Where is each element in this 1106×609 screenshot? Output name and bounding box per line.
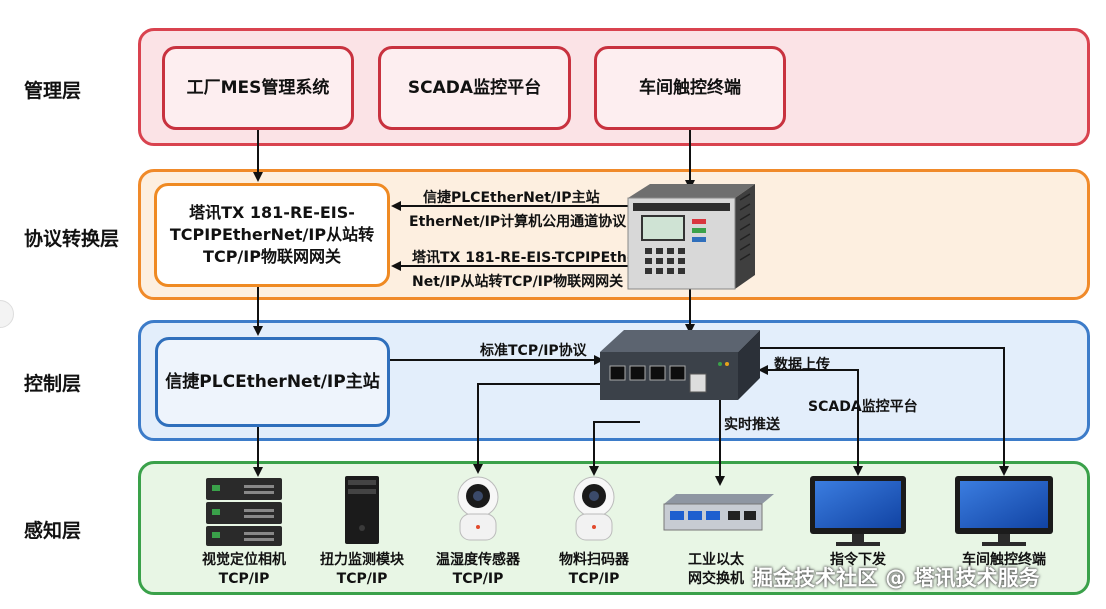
master-station-label: 信捷PLCEtherNet/IP主站 [165, 372, 380, 392]
bottom-arrow-label-1: 塔讯TX 181-RE-EIS-TCPIPEther [412, 250, 644, 266]
data-upload-arrow [758, 365, 859, 466]
scada-platform-label: SCADA监控平台 [407, 78, 542, 98]
top-arrow-label-2: EtherNet/IP计算机公用通道协议 [409, 214, 627, 230]
device-label-terminal: 车间触控终端 [962, 552, 1046, 568]
ethernet-switch-icon[interactable] [663, 494, 774, 531]
server-rack-icon[interactable] [206, 478, 282, 546]
management-layer-label: 管理层 [24, 80, 82, 102]
barcode-scanner-icon[interactable] [573, 476, 615, 541]
torque-module-icon[interactable] [345, 476, 379, 544]
mes-system-box[interactable]: 工厂MES管理系统 [162, 46, 354, 130]
protocol-layer-label: 协议转换层 [24, 228, 120, 250]
gateway-line1: 塔讯TX 181-RE-EIS- [189, 203, 355, 222]
bottom-arrow-label-2: Net/IP从站转TCP/IP物联网网关 [412, 274, 624, 290]
perception-layer-label: 感知层 [24, 520, 82, 542]
temperature-sensor-icon[interactable] [457, 476, 499, 541]
switch-to-scanner-arrow [589, 421, 640, 476]
standard-protocol-label: 标准TCP/IP协议 [480, 343, 587, 359]
master-station-box[interactable]: 信捷PLCEtherNet/IP主站 [155, 337, 390, 427]
switch-to-temp-sensor-arrow [473, 383, 630, 474]
terminal-monitor-icon[interactable] [955, 476, 1053, 546]
command-monitor-icon[interactable] [810, 476, 906, 546]
mes-system-label: 工厂MES管理系统 [186, 78, 330, 98]
control-layer-label: 控制层 [24, 373, 82, 395]
scada-platform-box[interactable]: SCADA监控平台 [378, 46, 571, 130]
gateway-line2: TCPIPEtherNet/IP从站转 [169, 225, 375, 244]
workshop-terminal-box[interactable]: 车间触控终端 [594, 46, 786, 130]
realtime-push-label: 实时推送 [724, 417, 780, 433]
gateway-line3: TCP/IP物联网网关 [203, 247, 341, 266]
plc-device-icon[interactable] [627, 184, 755, 290]
perception-layer-band [138, 461, 1090, 595]
workshop-terminal-label: 车间触控终端 [639, 78, 741, 98]
watermark-text: 掘金技术社区 @ 塔讯技术服务 [752, 566, 1040, 590]
network-switch-icon[interactable] [600, 330, 760, 400]
device-label-command: 指令下发 [830, 552, 886, 568]
device-label-eth-switch: 工业以太网交换机 [688, 552, 744, 587]
scada-platform-annotation: SCADA监控平台 [808, 399, 918, 415]
top-arrow-label-1: 信捷PLCEtherNet/IP主站 [423, 190, 600, 206]
gateway-box[interactable]: 塔讯TX 181-RE-EIS- TCPIPEtherNet/IP从站转 TCP… [154, 183, 390, 287]
switch-to-terminal-arrow [760, 347, 1009, 476]
